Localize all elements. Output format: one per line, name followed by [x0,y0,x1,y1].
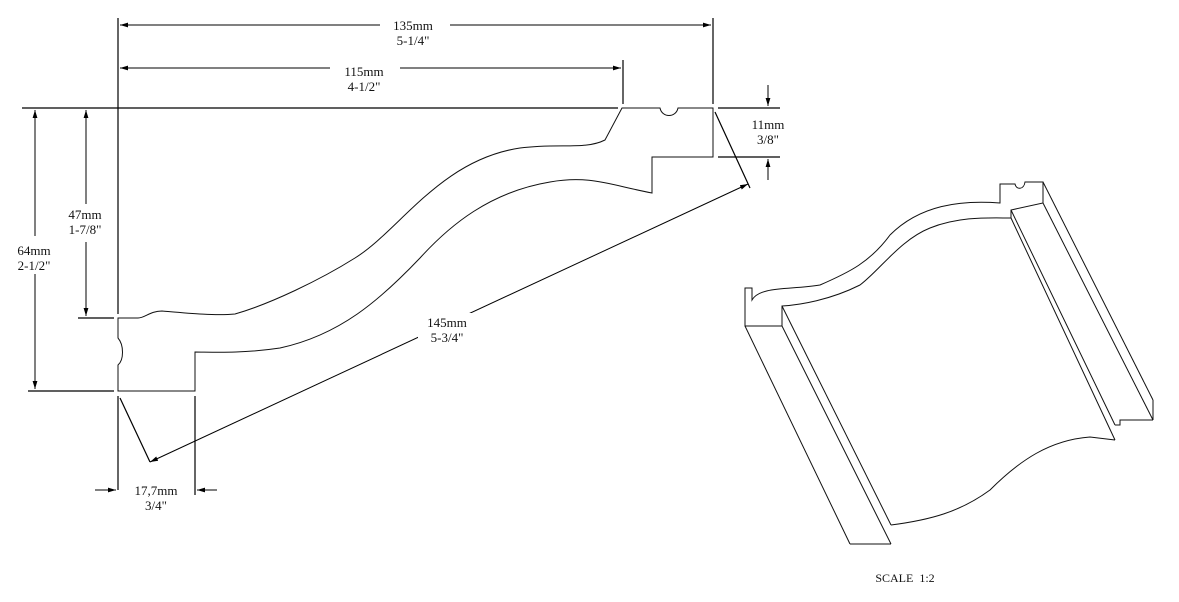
dim-11-inch: 3/8" [757,132,779,147]
extension-lines [22,18,780,495]
dim-47-mm: 47mm [68,207,101,222]
dim-11-mm: 11mm [752,117,785,132]
dim-135-mm: 135mm [393,18,433,33]
dim-17-inch: 3/4" [145,498,167,513]
molding-profile [117,107,714,392]
dim-115-inch: 4-1/2" [348,79,381,94]
isometric-view [744,181,1154,545]
dim-47-inch: 1-7/8" [69,222,102,237]
scale-label: SCALE 1:2 [875,571,934,585]
dim-64-mm: 64mm [17,243,50,258]
dim-145-mm: 145mm [427,315,467,330]
dim-17-mm: 17,7mm [135,483,178,498]
dim-135-inch: 5-1/4" [397,33,430,48]
dimension-lines [32,22,771,493]
dim-145-inch: 5-3/4" [431,330,464,345]
dim-115-mm: 115mm [344,64,383,79]
dim-64-inch: 2-1/2" [18,258,51,273]
